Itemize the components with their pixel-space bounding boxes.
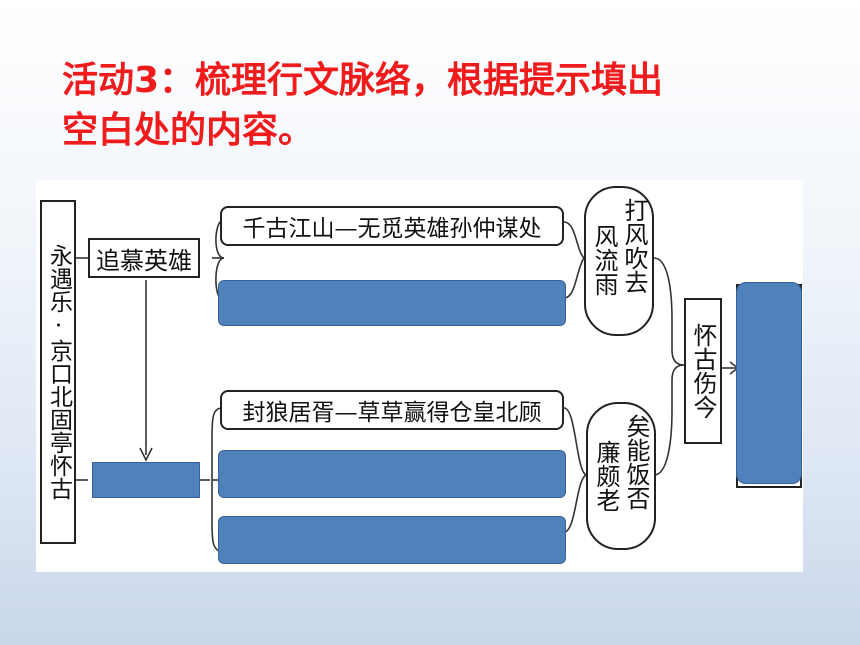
heading-line-1: 活动3：梳理行文脉络，根据提示填出 <box>62 60 664 101</box>
root-title-box: 永遇乐·京口北固亭怀古 <box>40 200 76 544</box>
bottom-item-3-blank[interactable] <box>218 516 566 564</box>
bottom-item-1-box: 封狼居胥—草草赢得仓皇北顾 <box>220 390 564 430</box>
branch-top-box: 追慕英雄 <box>88 238 200 278</box>
bottom-item-2-blank[interactable] <box>218 450 566 498</box>
summary-top-box: 打风吹去 风流雨 <box>584 186 654 336</box>
heading-line-2: 空白处的内容。 <box>62 110 315 151</box>
summary-top-col-2: 风流雨 <box>590 224 618 296</box>
top-item-1-box: 千古江山—无觅英雄孙仲谋处 <box>220 206 564 246</box>
structure-diagram: 永遇乐·京口北固亭怀古 追慕英雄 千古江山—无觅英雄孙仲谋处 封狼居胥—草草赢得… <box>36 180 803 572</box>
summary-bottom-col-1: 矣能饭否 <box>622 414 650 510</box>
final-blank[interactable] <box>736 282 802 484</box>
top-item-2-blank[interactable] <box>218 280 566 326</box>
branch-bottom-blank[interactable] <box>92 462 200 498</box>
activity-heading: 活动3：梳理行文脉络，根据提示填出 空白处的内容。 <box>62 56 802 156</box>
summary-bottom-col-2: 廉颇老 <box>592 440 620 512</box>
summary-top-col-1: 打风吹去 <box>620 198 648 294</box>
merge-box: 怀古伤今 <box>684 298 722 444</box>
summary-bottom-box: 矣能饭否 廉颇老 <box>586 402 656 550</box>
